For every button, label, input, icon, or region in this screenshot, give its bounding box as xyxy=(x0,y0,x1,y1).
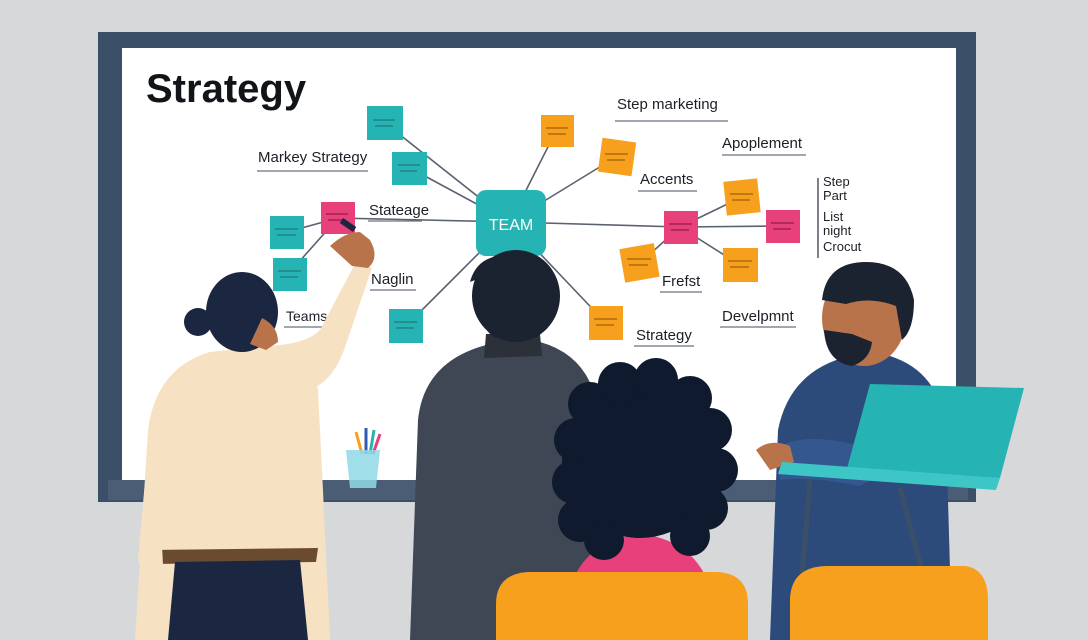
chair-center xyxy=(496,572,748,640)
center-node-label: TEAM xyxy=(489,217,533,234)
label-underlines xyxy=(257,120,806,347)
person-center-back xyxy=(410,250,612,640)
label-markey-strategy: Markey Strategy xyxy=(258,149,368,166)
label-naglin: Naglin xyxy=(371,271,414,288)
side-list-item: Part xyxy=(823,188,847,203)
side-list-item: Crocut xyxy=(823,239,862,254)
label-accents: Accents xyxy=(640,171,693,188)
sticky-note-teal xyxy=(392,152,427,185)
sticky-note-pink xyxy=(664,211,698,244)
pen-cup xyxy=(346,428,382,488)
sticky-note-teal xyxy=(367,106,403,140)
label-strategy-lower: Strategy xyxy=(636,327,692,344)
side-list-item: night xyxy=(823,223,852,238)
chair-right xyxy=(790,566,988,640)
sticky-note-orange xyxy=(723,248,758,282)
label-apoliement: Apoplement xyxy=(722,135,803,152)
sticky-note-orange xyxy=(619,243,660,283)
sticky-note-orange xyxy=(541,115,574,147)
label-develpmnt: Develpmnt xyxy=(722,308,795,325)
side-list-item: List xyxy=(823,209,844,224)
label-step-marketing: Step marketing xyxy=(617,96,718,113)
person-left-writing xyxy=(135,217,375,640)
sticky-note-orange xyxy=(597,137,637,177)
label-stateage: Stateage xyxy=(369,202,429,219)
board-labels: Step marketing Apoplement Markey Strateg… xyxy=(258,96,862,344)
sticky-note-teal xyxy=(273,258,307,291)
sticky-notes xyxy=(270,106,800,343)
sticky-note-pink xyxy=(766,210,800,243)
label-frefst: Frefst xyxy=(662,273,701,290)
sticky-note-orange xyxy=(723,178,761,216)
label-teams: Teams xyxy=(286,308,327,324)
board-title: Strategy xyxy=(146,67,307,111)
sticky-note-teal xyxy=(389,309,423,343)
sticky-note-teal xyxy=(270,216,304,249)
sticky-note-orange xyxy=(589,306,623,340)
center-node xyxy=(476,190,546,256)
side-list-item: Step xyxy=(823,174,850,189)
